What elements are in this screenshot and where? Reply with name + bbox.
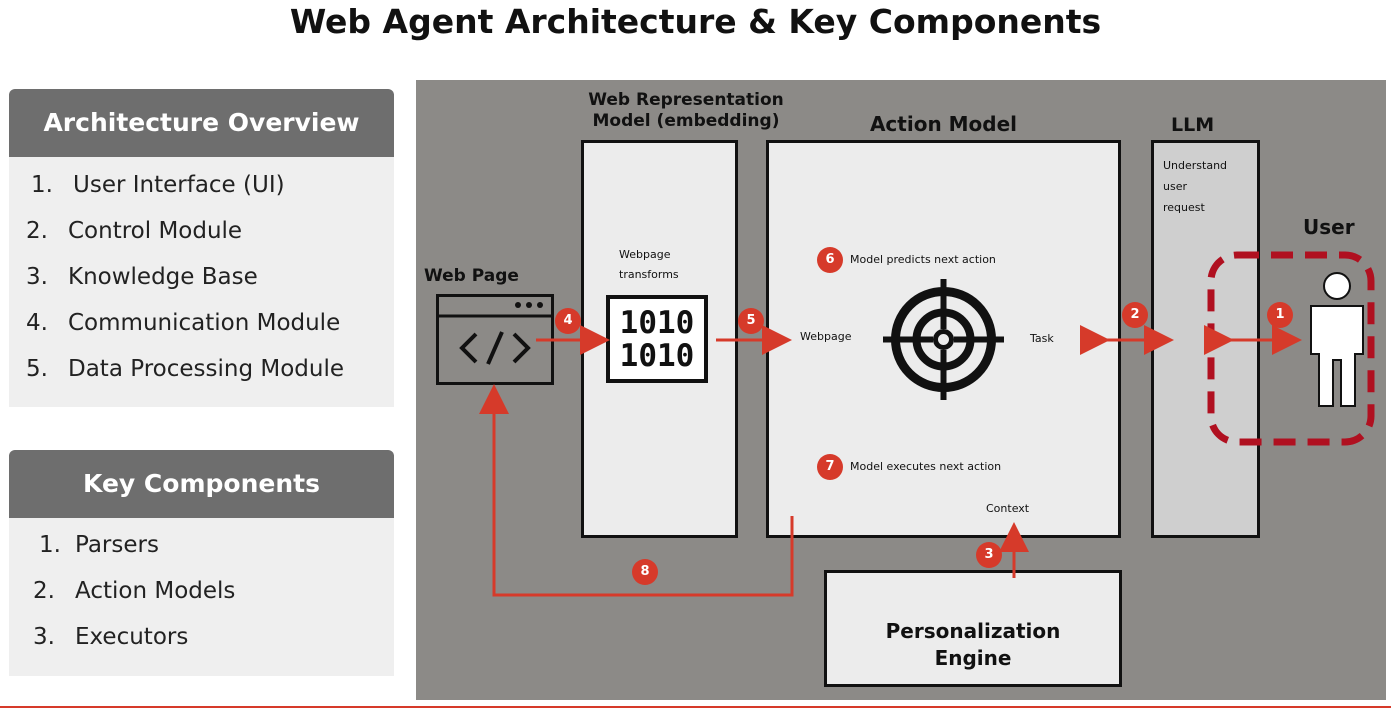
- user-dashed-boundary: [1207, 251, 1375, 446]
- component-item: 1.Parsers: [39, 532, 159, 558]
- overview-item: 2.Control Module: [26, 218, 243, 244]
- binary-icon: 1010 1010: [606, 295, 708, 383]
- llm-label: LLM: [1171, 114, 1215, 136]
- personalization-engine-label: Personalization Engine: [885, 619, 1061, 670]
- webpage-input-label: Webpage: [800, 330, 852, 343]
- step-badge-7: 7: [817, 454, 843, 480]
- component-item: 3.Executors: [33, 624, 189, 650]
- architecture-diagram: Web Page Web Representation Model (embed…: [416, 80, 1386, 700]
- step-badge-3: 3: [976, 542, 1002, 568]
- components-heading: Key Components: [9, 450, 394, 518]
- transforms-line2: transforms: [619, 268, 679, 281]
- action-model-label: Action Model: [869, 112, 1018, 136]
- step-badge-1: 1: [1267, 302, 1293, 328]
- connector-arrows: [479, 325, 1302, 597]
- overview-list: 1.User Interface (UI) 2.Control Module 3…: [9, 157, 394, 407]
- context-label: Context: [986, 502, 1030, 515]
- overview-item: 1.User Interface (UI): [31, 172, 285, 198]
- bottom-accent-line: [0, 706, 1391, 708]
- overview-item: 5.Data Processing Module: [26, 356, 344, 382]
- component-item: 2.Action Models: [33, 578, 236, 604]
- target-icon: [883, 279, 1004, 400]
- step-badge-6: 6: [817, 247, 843, 273]
- step-badge-8: 8: [632, 559, 658, 585]
- step-badge-4: 4: [555, 308, 581, 334]
- task-label: Task: [1030, 332, 1054, 345]
- personalization-engine-box: [824, 570, 1122, 687]
- step-badge-2: 2: [1122, 302, 1148, 328]
- person-icon: [1310, 272, 1364, 407]
- overview-item: 4.Communication Module: [26, 310, 341, 336]
- llm-text-3: request: [1163, 201, 1205, 214]
- llm-text-2: user: [1163, 180, 1187, 193]
- web-page-label: Web Page: [424, 266, 519, 286]
- web-representation-label: Web Representation Model (embedding): [588, 90, 784, 131]
- execute-label: Model executes next action: [850, 460, 1002, 473]
- user-label: User: [1303, 215, 1355, 239]
- llm-text-1: Understand: [1163, 159, 1228, 172]
- page-title: Web Agent Architecture & Key Components: [289, 2, 1102, 41]
- transforms-line1: Webpage: [619, 248, 671, 261]
- predict-label: Model predicts next action: [850, 253, 996, 266]
- overview-item: 3.Knowledge Base: [26, 264, 258, 290]
- overview-heading: Architecture Overview: [9, 89, 394, 157]
- components-list: 1.Parsers 2.Action Models 3.Executors: [9, 518, 394, 676]
- step-badge-5: 5: [738, 308, 764, 334]
